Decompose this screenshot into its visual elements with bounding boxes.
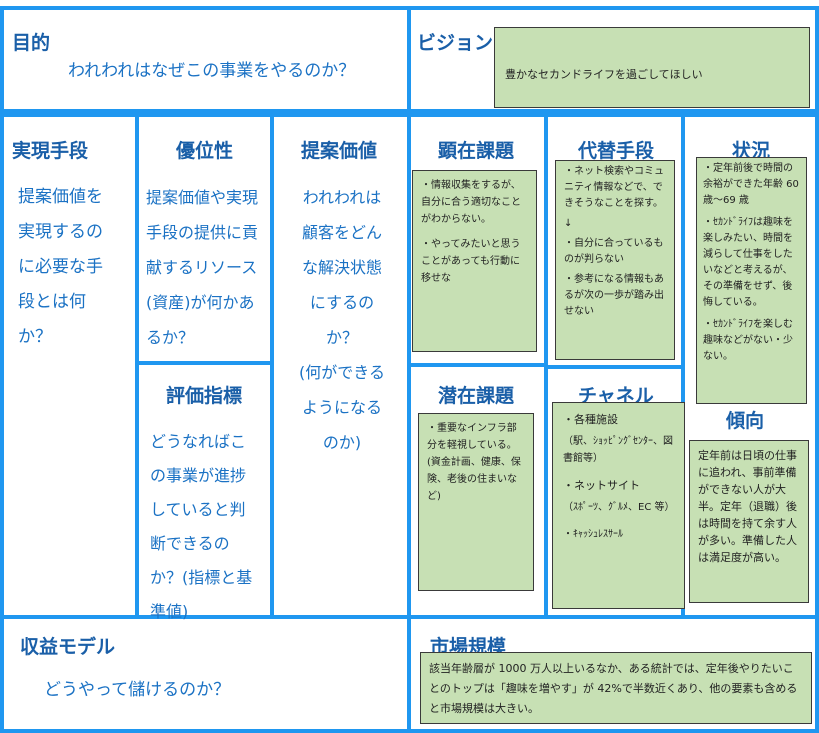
- channel-title: チャネル: [578, 385, 654, 407]
- advantage-line: (資産)が何かあ: [146, 293, 255, 312]
- situation-note-item: ・定年前後で時間の余裕ができた年齢 60 歳～69 歳: [703, 163, 799, 206]
- purpose-text: われわれはなぜこの事業をやるのか？: [68, 61, 356, 81]
- advantage-text: 提案価値や実現 手段の提供に貢 献するリソース (資産)が何かあ るか？: [146, 180, 270, 355]
- means-line: 提案価値を: [18, 187, 103, 207]
- alternative-note: ・ネット検索やコミュニティ情報などで、できそうなことを探す。 ↓ ・自分に合って…: [555, 160, 675, 360]
- vision-note-text: 豊かなセカンドライフを過ごしてほしい: [505, 68, 703, 81]
- kpi-line: の事業が進捗: [150, 466, 247, 485]
- kpi-title: 評価指標: [166, 385, 243, 407]
- trend-title: 傾向: [726, 410, 765, 432]
- value-line: のか): [322, 433, 362, 452]
- situation-note: ・定年前後で時間の余裕ができた年齢 60 歳～69 歳 ・ｾｶﾝﾄﾞﾗｲﾌは趣味…: [696, 157, 807, 404]
- channel-note-item: ・ネットサイト: [563, 479, 640, 492]
- alternative-note-item: ・ネット検索やコミュニティ情報などで、できそうなことを探す。: [564, 166, 664, 209]
- trend-note: 定年前は日頃の仕事に追われ、事前準備ができない人が大半。定年（退職）後は時間を持…: [689, 440, 809, 603]
- advantage-line: 献するリソース: [146, 258, 258, 277]
- kpi-line: 断できるの: [150, 534, 230, 553]
- revenue-title: 収益モデル: [20, 636, 116, 658]
- means-line: 実現するの: [18, 222, 103, 242]
- revenue-text: どうやって儲けるのか？: [44, 680, 231, 700]
- latent-title: 潜在課題: [438, 385, 515, 407]
- latent-note-text: ・重要なインフラ部分を軽視している。(資金計画、健康、保険、老後の住まいなど): [427, 423, 521, 502]
- means-title: 実現手段: [12, 140, 89, 162]
- channel-note-item: ・各種施設: [563, 413, 618, 426]
- value-line: か？: [325, 328, 358, 347]
- kpi-line: 準値): [150, 602, 189, 621]
- means-line: か？: [18, 327, 52, 347]
- advantage-line: 手段の提供に貢: [146, 223, 259, 242]
- channel-note-item: （ｽﾎﾟｰﾂ、ｸﾞﾙﾒ、EC 等）: [563, 502, 675, 513]
- means-line: 段とは何: [18, 292, 86, 312]
- vision-title: ビジョン: [417, 32, 494, 54]
- revenue-cell: [0, 615, 411, 733]
- value-line: われわれは: [302, 188, 382, 207]
- vision-note: 豊かなセカンドライフを過ごしてほしい: [494, 27, 810, 108]
- purpose-title: 目的: [12, 32, 51, 54]
- kpi-line: していると判: [150, 500, 246, 519]
- explicit-note-item: ・情報収集をするが、自分に合う適切なことがわからない。: [421, 180, 521, 225]
- value-line: にするの: [309, 293, 375, 312]
- latent-note: ・重要なインフラ部分を軽視している。(資金計画、健康、保険、老後の住まいなど): [418, 413, 534, 591]
- value-line: ようになる: [301, 398, 382, 417]
- situation-note-item: ・ｾｶﾝﾄﾞﾗｲﾌは趣味を楽しみたい、時間を減らして仕事をしたいなどと考えるが、…: [703, 217, 793, 308]
- value-text: われわれは 顧客をどん な解決状態 にするの か？ (何ができる ようになる の…: [280, 180, 404, 460]
- kpi-line: どうなればこ: [150, 432, 247, 451]
- explicit-note: ・情報収集をするが、自分に合う適切なことがわからない。 ・やってみたいと思うこと…: [412, 170, 537, 352]
- value-line: 顧客をどん: [301, 223, 382, 242]
- market-note: 該当年齢層が 1000 万人以上いるなか、ある統計では、定年後やりたいことのトッ…: [420, 652, 812, 724]
- channel-note-item: ・ｷｬｯｼｭﾚｽｻｰﾙ: [563, 529, 623, 540]
- means-line: に必要な手: [18, 257, 103, 277]
- value-line: な解決状態: [301, 258, 382, 277]
- explicit-title: 顕在課題: [438, 140, 515, 162]
- kpi-text: どうなればこ の事業が進捗 していると判 断できるの か？(指標と基 準値): [150, 425, 270, 629]
- channel-note: ・各種施設 （駅、ｼｮｯﾋﾟﾝｸﾞｾﾝﾀｰ、図書館等） ・ネットサイト （ｽﾎﾟ…: [552, 402, 685, 609]
- situation-note-item: ・ｾｶﾝﾄﾞﾗｲﾌを楽しむ趣味などがない・少ない。: [703, 319, 793, 362]
- advantage-line: るか？: [146, 328, 195, 347]
- purpose-cell: [0, 6, 411, 113]
- situation-title: 状況: [732, 140, 771, 162]
- kpi-cell: [135, 361, 274, 619]
- alternative-note-arrow: ↓: [564, 218, 573, 229]
- kpi-line: か？(指標と基: [150, 568, 253, 587]
- alternative-note-item: ・参考になる情報もあるが次の一歩が踏み出せない: [564, 274, 664, 317]
- advantage-title: 優位性: [176, 140, 234, 162]
- trend-note-text: 定年前は日頃の仕事に追われ、事前準備ができない人が大半。定年（退職）後は時間を持…: [698, 449, 797, 564]
- means-text: 提案価値を 実現するの に必要な手 段とは何 か？: [18, 180, 130, 355]
- channel-note-item: （駅、ｼｮｯﾋﾟﾝｸﾞｾﾝﾀｰ、図書館等）: [563, 436, 673, 464]
- value-line: (何ができる: [299, 363, 385, 382]
- value-title: 提案価値: [301, 140, 378, 162]
- advantage-line: 提案価値や実現: [146, 188, 259, 207]
- alternative-title: 代替手段: [578, 140, 655, 162]
- market-note-text: 該当年齢層が 1000 万人以上いるなか、ある統計では、定年後やりたいことのトッ…: [429, 662, 798, 715]
- alternative-note-item: ・自分に合っているものが判らない: [564, 238, 664, 265]
- explicit-note-item: ・やってみたいと思うことがあっても行動に移せな: [421, 239, 521, 284]
